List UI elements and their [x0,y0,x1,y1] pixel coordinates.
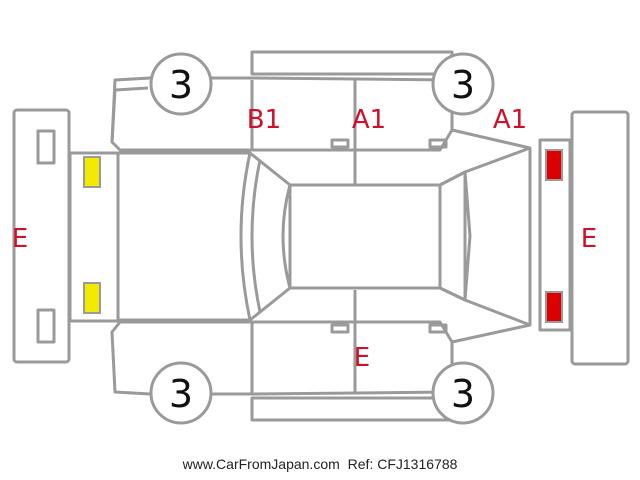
wheel-rear-right [149,361,213,425]
wheel-front-right [431,361,495,425]
wheel-rear-left [149,52,213,116]
damage-label-front-bumper: E [581,224,597,254]
door-handle [428,138,448,149]
door-handle [330,138,350,149]
rear-light-upper [83,156,101,188]
door-handle [330,323,350,334]
footer: www.CarFromJapan.com Ref: CFJ1316788 [0,456,640,472]
damage-label-rear-left: B1 [247,105,281,135]
footer-site: www.CarFromJapan.com [182,456,340,472]
left-rocker [250,50,454,76]
damage-label-rear-bumper: E [12,224,28,254]
trunk [68,151,120,323]
wheel-grade-rear-right: 3 [169,372,193,416]
wheel-grade-front-left: 3 [451,63,475,107]
damage-label-door-right: E [354,343,370,373]
front-bumper [538,110,630,366]
rear-light-lower [83,282,101,314]
roof [118,151,472,322]
wheel-grade-front-right: 3 [451,372,475,416]
wheel-grade-rear-left: 3 [169,63,193,107]
left-rear-fender [110,86,149,143]
hood [439,128,532,344]
wheel-front-left [431,52,495,116]
damage-label-fender-front-left: A1 [493,105,527,135]
door-handle [428,323,448,334]
front-light-upper [545,149,563,181]
damage-label-door-front-left: A1 [352,105,386,135]
front-light-lower [545,291,563,323]
right-rocker [250,396,454,422]
footer-ref: Ref: CFJ1316788 [347,456,458,472]
